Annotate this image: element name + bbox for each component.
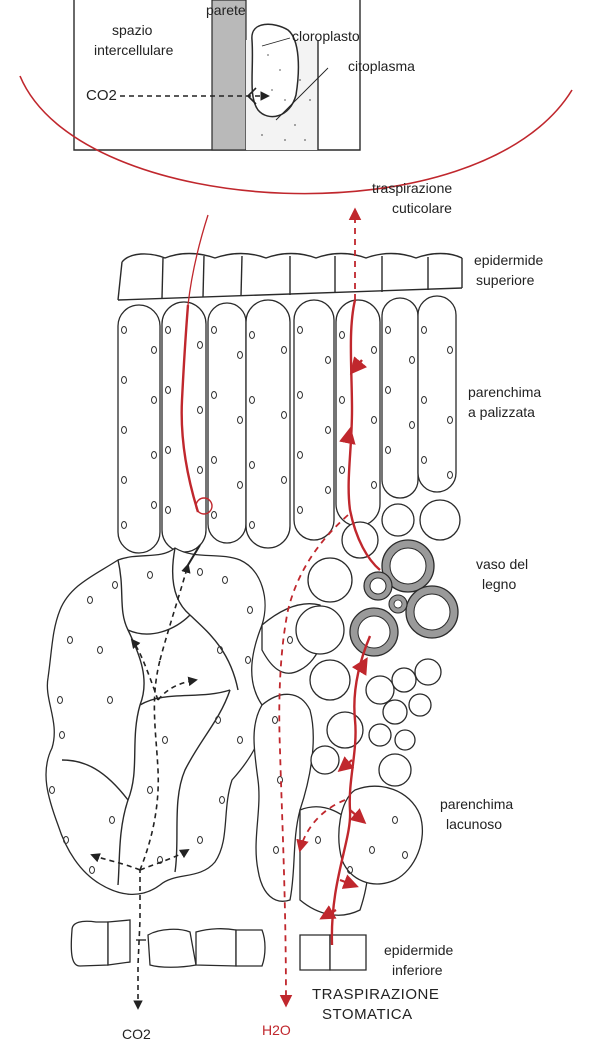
label-traspirazione-stomatica: TRASPIRAZIONE <box>312 987 439 1003</box>
label-co2-bottom: CO2 <box>122 1026 151 1042</box>
label-intercellulare: intercellulare <box>94 42 173 58</box>
label-vaso-del: vaso del <box>476 556 528 572</box>
label-epidermide-inf: epidermide <box>384 942 453 958</box>
label-traspirazione: traspirazione <box>372 180 452 196</box>
label-cloroplasto: cloroplasto <box>292 28 360 44</box>
label-parenchima-lacunoso: parenchima <box>440 796 513 812</box>
label-co2-inset: CO2 <box>86 88 117 104</box>
upper-epidermis <box>118 254 462 301</box>
label-parenchima-palizzata: parenchima <box>468 384 541 400</box>
label-a-palizzata: a palizzata <box>468 404 535 420</box>
label-h2o: H2O <box>262 1022 291 1038</box>
label-stomatica: STOMATICA <box>322 1007 413 1023</box>
label-inferiore: inferiore <box>392 962 443 978</box>
label-cuticolare: cuticolare <box>392 200 452 216</box>
label-legno: legno <box>482 576 516 592</box>
inset-cell-wall <box>212 0 246 150</box>
label-parete: parete <box>206 2 246 18</box>
label-spazio: spazio <box>112 22 152 38</box>
label-lacunoso: lacunoso <box>446 816 502 832</box>
label-citoplasma: citoplasma <box>348 58 415 74</box>
label-epidermide-sup: epidermide <box>474 252 543 268</box>
label-superiore: superiore <box>476 272 534 288</box>
lower-epidermis <box>71 920 366 970</box>
